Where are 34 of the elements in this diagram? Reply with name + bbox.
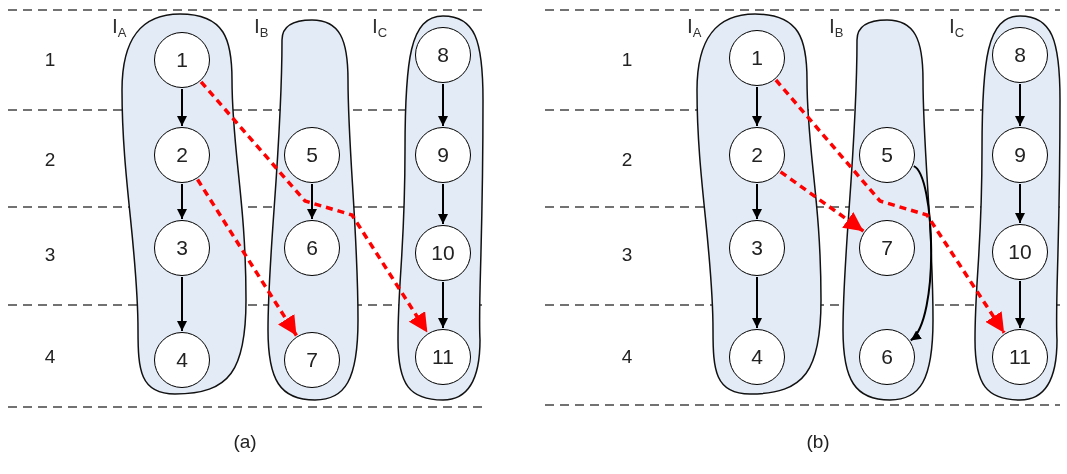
arrow: [307, 183, 317, 220]
cluster-label: I$_{A}$: [687, 14, 702, 42]
cluster-label: I$_{B}$: [829, 14, 844, 42]
arrow: [1015, 280, 1025, 329]
row-number: 2: [44, 149, 56, 171]
arrow: [177, 276, 187, 332]
panel-caption: (a): [233, 431, 257, 453]
cluster-label: I$_{B}$: [254, 14, 269, 42]
arrow: [909, 165, 933, 342]
arrow: [752, 183, 762, 220]
row-number: 1: [621, 49, 633, 71]
cluster-label: I$_{A}$: [112, 14, 127, 42]
row-number: 3: [44, 244, 56, 266]
arrow: [177, 183, 187, 220]
row-number: 2: [621, 149, 633, 171]
arrow: [438, 281, 448, 329]
row-number: 1: [44, 49, 56, 71]
panel-caption: (b): [806, 431, 830, 453]
arrow: [1015, 183, 1025, 224]
arrow: [779, 170, 865, 233]
row-number: 3: [621, 244, 633, 266]
arrow: [438, 83, 448, 127]
row-number: 4: [44, 346, 56, 368]
arrow: [752, 86, 762, 127]
arrow: [199, 80, 429, 334]
cluster-label: I$_{C}$: [372, 14, 388, 42]
arrow: [752, 276, 762, 329]
arrow: [774, 78, 1006, 334]
arrow: [196, 178, 298, 337]
arrow: [438, 183, 448, 225]
row-number: 4: [621, 346, 633, 368]
arrow: [1015, 83, 1025, 127]
arrow: [177, 88, 187, 127]
cluster-label: I$_{C}$: [949, 14, 965, 42]
